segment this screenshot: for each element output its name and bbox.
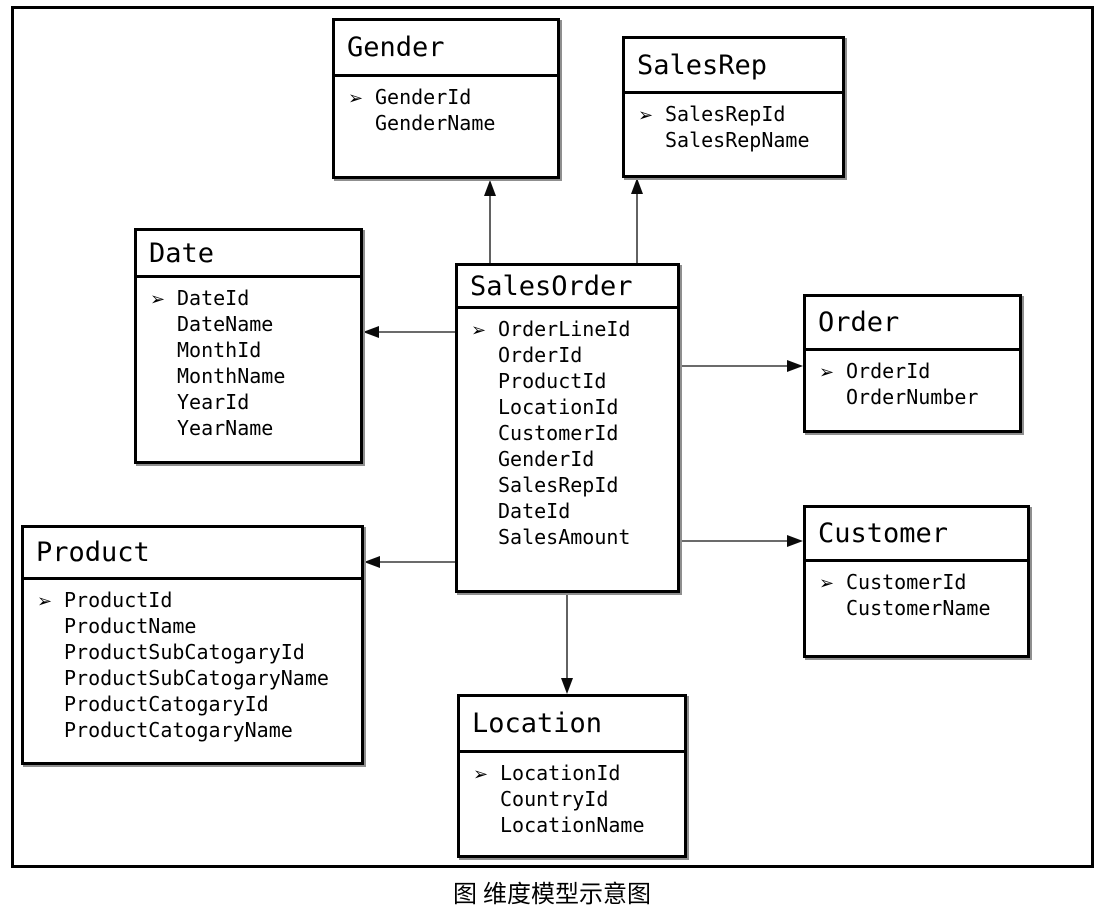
primary-key-icon: ➢: [348, 88, 364, 109]
field-label: LocationId: [500, 761, 621, 785]
field-row: CountryId: [473, 786, 684, 812]
field-label: SalesAmount: [498, 525, 631, 549]
entity-product: Product ➢ ProductId ProductName ProductSu…: [21, 525, 364, 765]
field-row: ➢ CustomerId: [819, 569, 1027, 595]
primary-key-icon: ➢: [471, 320, 487, 341]
field-label: ProductCatogaryName: [64, 718, 293, 742]
field-label: DateId: [177, 286, 250, 310]
field-row: SalesAmount: [471, 524, 677, 550]
entity-salesorder: SalesOrder ➢ OrderLineId OrderId ProductI…: [455, 263, 680, 593]
field-label: OrderNumber: [846, 385, 979, 409]
figure-caption: 图 维度模型示意图: [453, 882, 651, 908]
field-label: MonthId: [177, 338, 262, 362]
entity-salesrep-fields: ➢ SalesRepId SalesRepName: [625, 94, 842, 153]
entity-order: Order ➢ OrderId OrderNumber: [803, 294, 1022, 433]
field-row: ProductId: [471, 368, 677, 394]
diagram-border: [11, 6, 1094, 868]
entity-salesorder-fields: ➢ OrderLineId OrderId ProductId LocationI…: [458, 309, 677, 550]
field-row: OrderId: [471, 342, 677, 368]
entity-order-title: Order: [806, 297, 1019, 351]
field-row: CustomerName: [819, 595, 1027, 621]
field-row: ➢ ProductId: [37, 587, 361, 613]
field-row: ➢ OrderLineId: [471, 316, 677, 342]
field-label: CustomerName: [846, 596, 991, 620]
entity-customer: Customer ➢ CustomerId CustomerName: [803, 505, 1030, 658]
entity-date-title: Date: [137, 231, 360, 278]
field-label: OrderLineId: [498, 317, 631, 341]
primary-key-icon: ➢: [37, 591, 53, 612]
field-row: DateId: [471, 498, 677, 524]
field-row: CustomerId: [471, 420, 677, 446]
field-label: CustomerId: [846, 570, 967, 594]
entity-salesorder-title: SalesOrder: [458, 266, 677, 309]
field-row: SalesRepName: [638, 127, 842, 153]
field-label: ProductCatogaryId: [64, 692, 269, 716]
field-label: CustomerId: [498, 421, 619, 445]
field-row: SalesRepId: [471, 472, 677, 498]
entity-product-fields: ➢ ProductId ProductName ProductSubCatogar…: [24, 580, 361, 743]
field-label: ProductSubCatogaryId: [64, 640, 305, 664]
primary-key-icon: ➢: [150, 289, 166, 310]
field-label: ProductName: [64, 614, 197, 638]
field-label: SalesRepId: [498, 473, 619, 497]
field-row: LocationId: [471, 394, 677, 420]
field-row: LocationName: [473, 812, 684, 838]
field-label: SalesRepId: [665, 102, 786, 126]
field-label: GenderId: [375, 85, 472, 109]
field-row: ➢ OrderId: [819, 358, 1019, 384]
field-row: ➢ GenderId: [348, 84, 557, 110]
field-label: ProductId: [64, 588, 173, 612]
field-row: ➢ SalesRepId: [638, 101, 842, 127]
field-row: GenderName: [348, 110, 557, 136]
field-label: CountryId: [500, 787, 609, 811]
entity-location-title: Location: [460, 697, 684, 753]
field-label: YearId: [177, 390, 250, 414]
entity-customer-title: Customer: [806, 508, 1027, 562]
field-label: GenderId: [498, 447, 595, 471]
field-label: LocationName: [500, 813, 645, 837]
field-label: GenderName: [375, 111, 496, 135]
field-row: ProductSubCatogaryId: [37, 639, 361, 665]
primary-key-icon: ➢: [638, 105, 654, 126]
field-label: ProductSubCatogaryName: [64, 666, 329, 690]
entity-location-fields: ➢ LocationId CountryId LocationName: [460, 753, 684, 838]
entity-salesrep: SalesRep ➢ SalesRepId SalesRepName: [622, 36, 845, 178]
field-label: LocationId: [498, 395, 619, 419]
entity-gender-fields: ➢ GenderId GenderName: [335, 77, 557, 136]
field-label: YearName: [177, 416, 274, 440]
primary-key-icon: ➢: [819, 573, 835, 594]
field-label: OrderId: [846, 359, 931, 383]
field-label: MonthName: [177, 364, 286, 388]
field-label: OrderId: [498, 343, 583, 367]
field-row: ProductCatogaryName: [37, 717, 361, 743]
entity-gender-title: Gender: [335, 21, 557, 77]
entity-date-fields: ➢ DateId DateName MonthId MonthName YearI…: [137, 278, 360, 441]
field-row: ProductSubCatogaryName: [37, 665, 361, 691]
field-label: DateName: [177, 312, 274, 336]
field-row: YearId: [150, 389, 360, 415]
field-row: YearName: [150, 415, 360, 441]
primary-key-icon: ➢: [473, 764, 489, 785]
field-row: GenderId: [471, 446, 677, 472]
entity-order-fields: ➢ OrderId OrderNumber: [806, 351, 1019, 410]
field-row: ProductCatogaryId: [37, 691, 361, 717]
entity-customer-fields: ➢ CustomerId CustomerName: [806, 562, 1027, 621]
field-row: ➢ DateId: [150, 285, 360, 311]
entity-product-title: Product: [24, 528, 361, 580]
primary-key-icon: ➢: [819, 362, 835, 383]
field-row: DateName: [150, 311, 360, 337]
field-row: OrderNumber: [819, 384, 1019, 410]
field-row: ProductName: [37, 613, 361, 639]
field-label: ProductId: [498, 369, 607, 393]
field-label: SalesRepName: [665, 128, 810, 152]
field-row: MonthId: [150, 337, 360, 363]
entity-salesrep-title: SalesRep: [625, 39, 842, 94]
entity-gender: Gender ➢ GenderId GenderName: [332, 18, 560, 179]
entity-location: Location ➢ LocationId CountryId LocationN…: [457, 694, 687, 858]
field-row: ➢ LocationId: [473, 760, 684, 786]
entity-date: Date ➢ DateId DateName MonthId MonthName …: [134, 228, 363, 464]
field-label: DateId: [498, 499, 571, 523]
field-row: MonthName: [150, 363, 360, 389]
